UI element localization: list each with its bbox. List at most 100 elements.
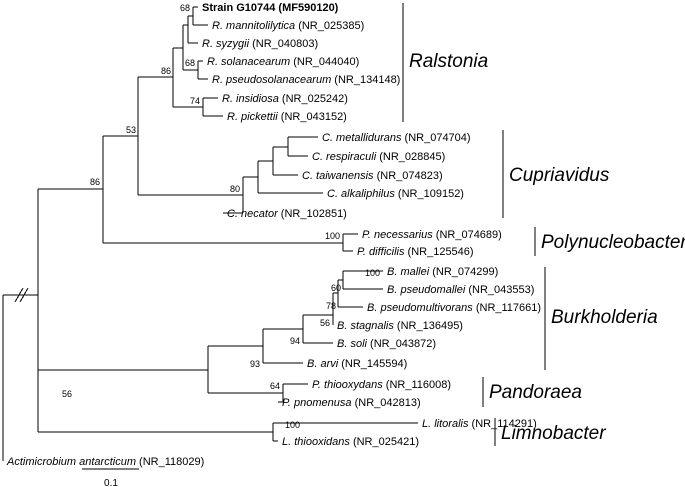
clade-name-ralstonia: Ralstonia (409, 51, 488, 72)
bootstrap-bmal: 100 (365, 268, 380, 278)
leaf-label-pthi: P. thiooxydans (NR_116008) (312, 379, 451, 391)
accession-number: (NR_025385) (295, 20, 364, 32)
bootstrap-93: 93 (250, 359, 260, 369)
species-name: P. pnomenusa (282, 397, 352, 409)
species-name: B. soli (337, 338, 368, 350)
leaf-label-aant: Actimicrobium antarcticum (NR_118029) (6, 456, 204, 468)
bootstrap-limno: 100 (285, 420, 300, 430)
leaf-label-rman: R. mannitolilytica (NR_025385) (212, 20, 364, 32)
bootstrap-60: 60 (331, 283, 341, 293)
species-name: R. mannitolilytica (212, 20, 295, 32)
species-name: L. litoralis (422, 418, 469, 430)
bootstrap-rsol: 68 (185, 58, 195, 68)
leaf-label-bsol: B. soli (NR_043872) (337, 338, 436, 350)
bootstrap-ralcup: 53 (126, 125, 136, 135)
branch-break-mark (19, 287, 29, 303)
species-name: C. respiraculi (312, 151, 377, 163)
leaf-label-rins: R. insidiosa (NR_025242) (222, 93, 348, 105)
clade-name-polynucleobacter: Polynucleobacter (541, 232, 685, 253)
leaf-label-rsyz: R. syzygii (NR_040803) (202, 38, 318, 50)
accession-number: (NR_136495) (394, 320, 463, 332)
leaf-label-rsol: R. solanacearum (NR_044040) (207, 56, 359, 68)
leaf-label-cres: C. respiraculi (NR_028845) (312, 151, 445, 163)
accession-number: (NR_117661) (473, 302, 541, 314)
species-name: R. pseudosolanacearum (212, 74, 331, 86)
bootstrap-pand: 64 (270, 381, 280, 391)
leaf-label-rpic: R. pickettii (NR_043152) (227, 111, 347, 123)
species-name: B. arvi (307, 358, 339, 370)
leaf-label-calk: C. alkaliphilus (NR_109152) (327, 188, 464, 200)
clade-brackets: RalstoniaCupriavidusPolynucleobacterBurk… (402, 3, 685, 446)
accession-number: (NR_074299) (429, 266, 498, 278)
leaf-label-bpsm: B. pseudomallei (NR_043553) (387, 284, 534, 296)
species-name: C. taiwanensis (302, 170, 374, 182)
leaf-label-cnec: C. necator (NR_102851) (227, 208, 347, 220)
leaf-label-lthi: L. thiooxidans (NR_025421) (282, 436, 419, 448)
accession-number: (NR_025242) (279, 93, 348, 105)
leaf-label-ppno: P. pnomenusa (NR_042813) (282, 397, 421, 409)
leaf-label-cmet: C. metallidurans (NR_074704) (322, 132, 471, 144)
species-name: R. insidiosa (222, 93, 279, 105)
accession-number: (NR_074689) (433, 229, 502, 241)
species-name: B. pseudomultivorans (367, 302, 473, 314)
leaf-label-g10744: Strain G10744 (MF590120) (202, 2, 339, 14)
species-name: R. solanacearum (207, 56, 290, 68)
species-name: R. syzygii (202, 38, 250, 50)
scale-bar: 0.1 (82, 468, 139, 487)
species-name: Actimicrobium antarcticum (6, 456, 136, 468)
species-name: P. necessarius (362, 229, 433, 241)
tree-branches (2, 6, 418, 461)
leaf-labels: Strain G10744 (MF590120) R. mannitolilyti… (6, 2, 541, 468)
species-name: C. metallidurans (322, 132, 402, 144)
bootstrap-rins: 74 (190, 96, 200, 106)
clade-name-pandoraea: Pandoraea (489, 382, 582, 403)
clade-name-burkholderia: Burkholderia (551, 307, 658, 328)
accession-number: (NR_044040) (290, 56, 359, 68)
accession-number: (NR_118029) (136, 456, 204, 468)
leaf-label-bmal: B. mallei (NR_074299) (387, 266, 498, 278)
species-name: P. difficilis (357, 246, 405, 258)
accession-number: (NR_074704) (401, 132, 470, 144)
leaf-label-pnec: P. necessarius (NR_074689) (362, 229, 502, 241)
bootstrap-rman: 68 (180, 3, 190, 13)
species-name: C. alkaliphilus (327, 188, 395, 200)
bootstrap-main: 86 (90, 177, 100, 187)
species-name: B. mallei (387, 266, 430, 278)
accession-number: (NR_042813) (352, 397, 421, 409)
species-name: B. pseudomallei (387, 284, 466, 296)
bootstrap-78: 78 (326, 301, 336, 311)
leaf-label-rpseu: R. pseudosolanacearum (NR_134148) (212, 74, 400, 86)
accession-number: (NR_125546) (404, 246, 473, 258)
bootstrap-94: 94 (290, 336, 300, 346)
species-name: R. pickettii (227, 111, 278, 123)
accession-number: (NR_134148) (331, 74, 400, 86)
bootstrap-lower: 56 (62, 389, 72, 399)
accession-number: (NR_043553) (465, 284, 534, 296)
accession-number: (NR_145594) (338, 358, 407, 370)
clade-name-limnobacter: Limnobacter (501, 423, 606, 444)
branch-break-mark (14, 287, 24, 303)
accession-number: (NR_028845) (376, 151, 445, 163)
bootstrap-cup: 80 (230, 184, 240, 194)
species-name: P. thiooxydans (312, 379, 383, 391)
species-name: C. necator (227, 208, 279, 220)
species-name: B. stagnalis (337, 320, 394, 332)
accession-number: (NR_109152) (395, 188, 464, 200)
leaf-label-pdif: P. difficilis (NR_125546) (357, 246, 474, 258)
accession-number: (NR_074823) (374, 170, 443, 182)
accession-number: (NR_043872) (367, 338, 436, 350)
accession-number: (NR_114291) (468, 418, 536, 430)
accession-number: (NR_043152) (278, 111, 347, 123)
leaf-label-barv: B. arvi (NR_145594) (307, 358, 407, 370)
leaf-label-ctai: C. taiwanensis (NR_074823) (302, 170, 443, 182)
leaf-label-llit: L. litoralis (NR_114291) (422, 418, 537, 430)
leaf-label-bpmv: B. pseudomultivorans (NR_117661) (367, 302, 541, 314)
clade-name-cupriavidus: Cupriavidus (509, 165, 610, 186)
accession-number: (NR_025421) (350, 436, 419, 448)
species-name: L. thiooxidans (282, 436, 350, 448)
bootstrap-poly: 100 (325, 231, 340, 241)
accession-number: (NR_102851) (278, 208, 347, 220)
accession-number: (NR_040803) (249, 38, 318, 50)
